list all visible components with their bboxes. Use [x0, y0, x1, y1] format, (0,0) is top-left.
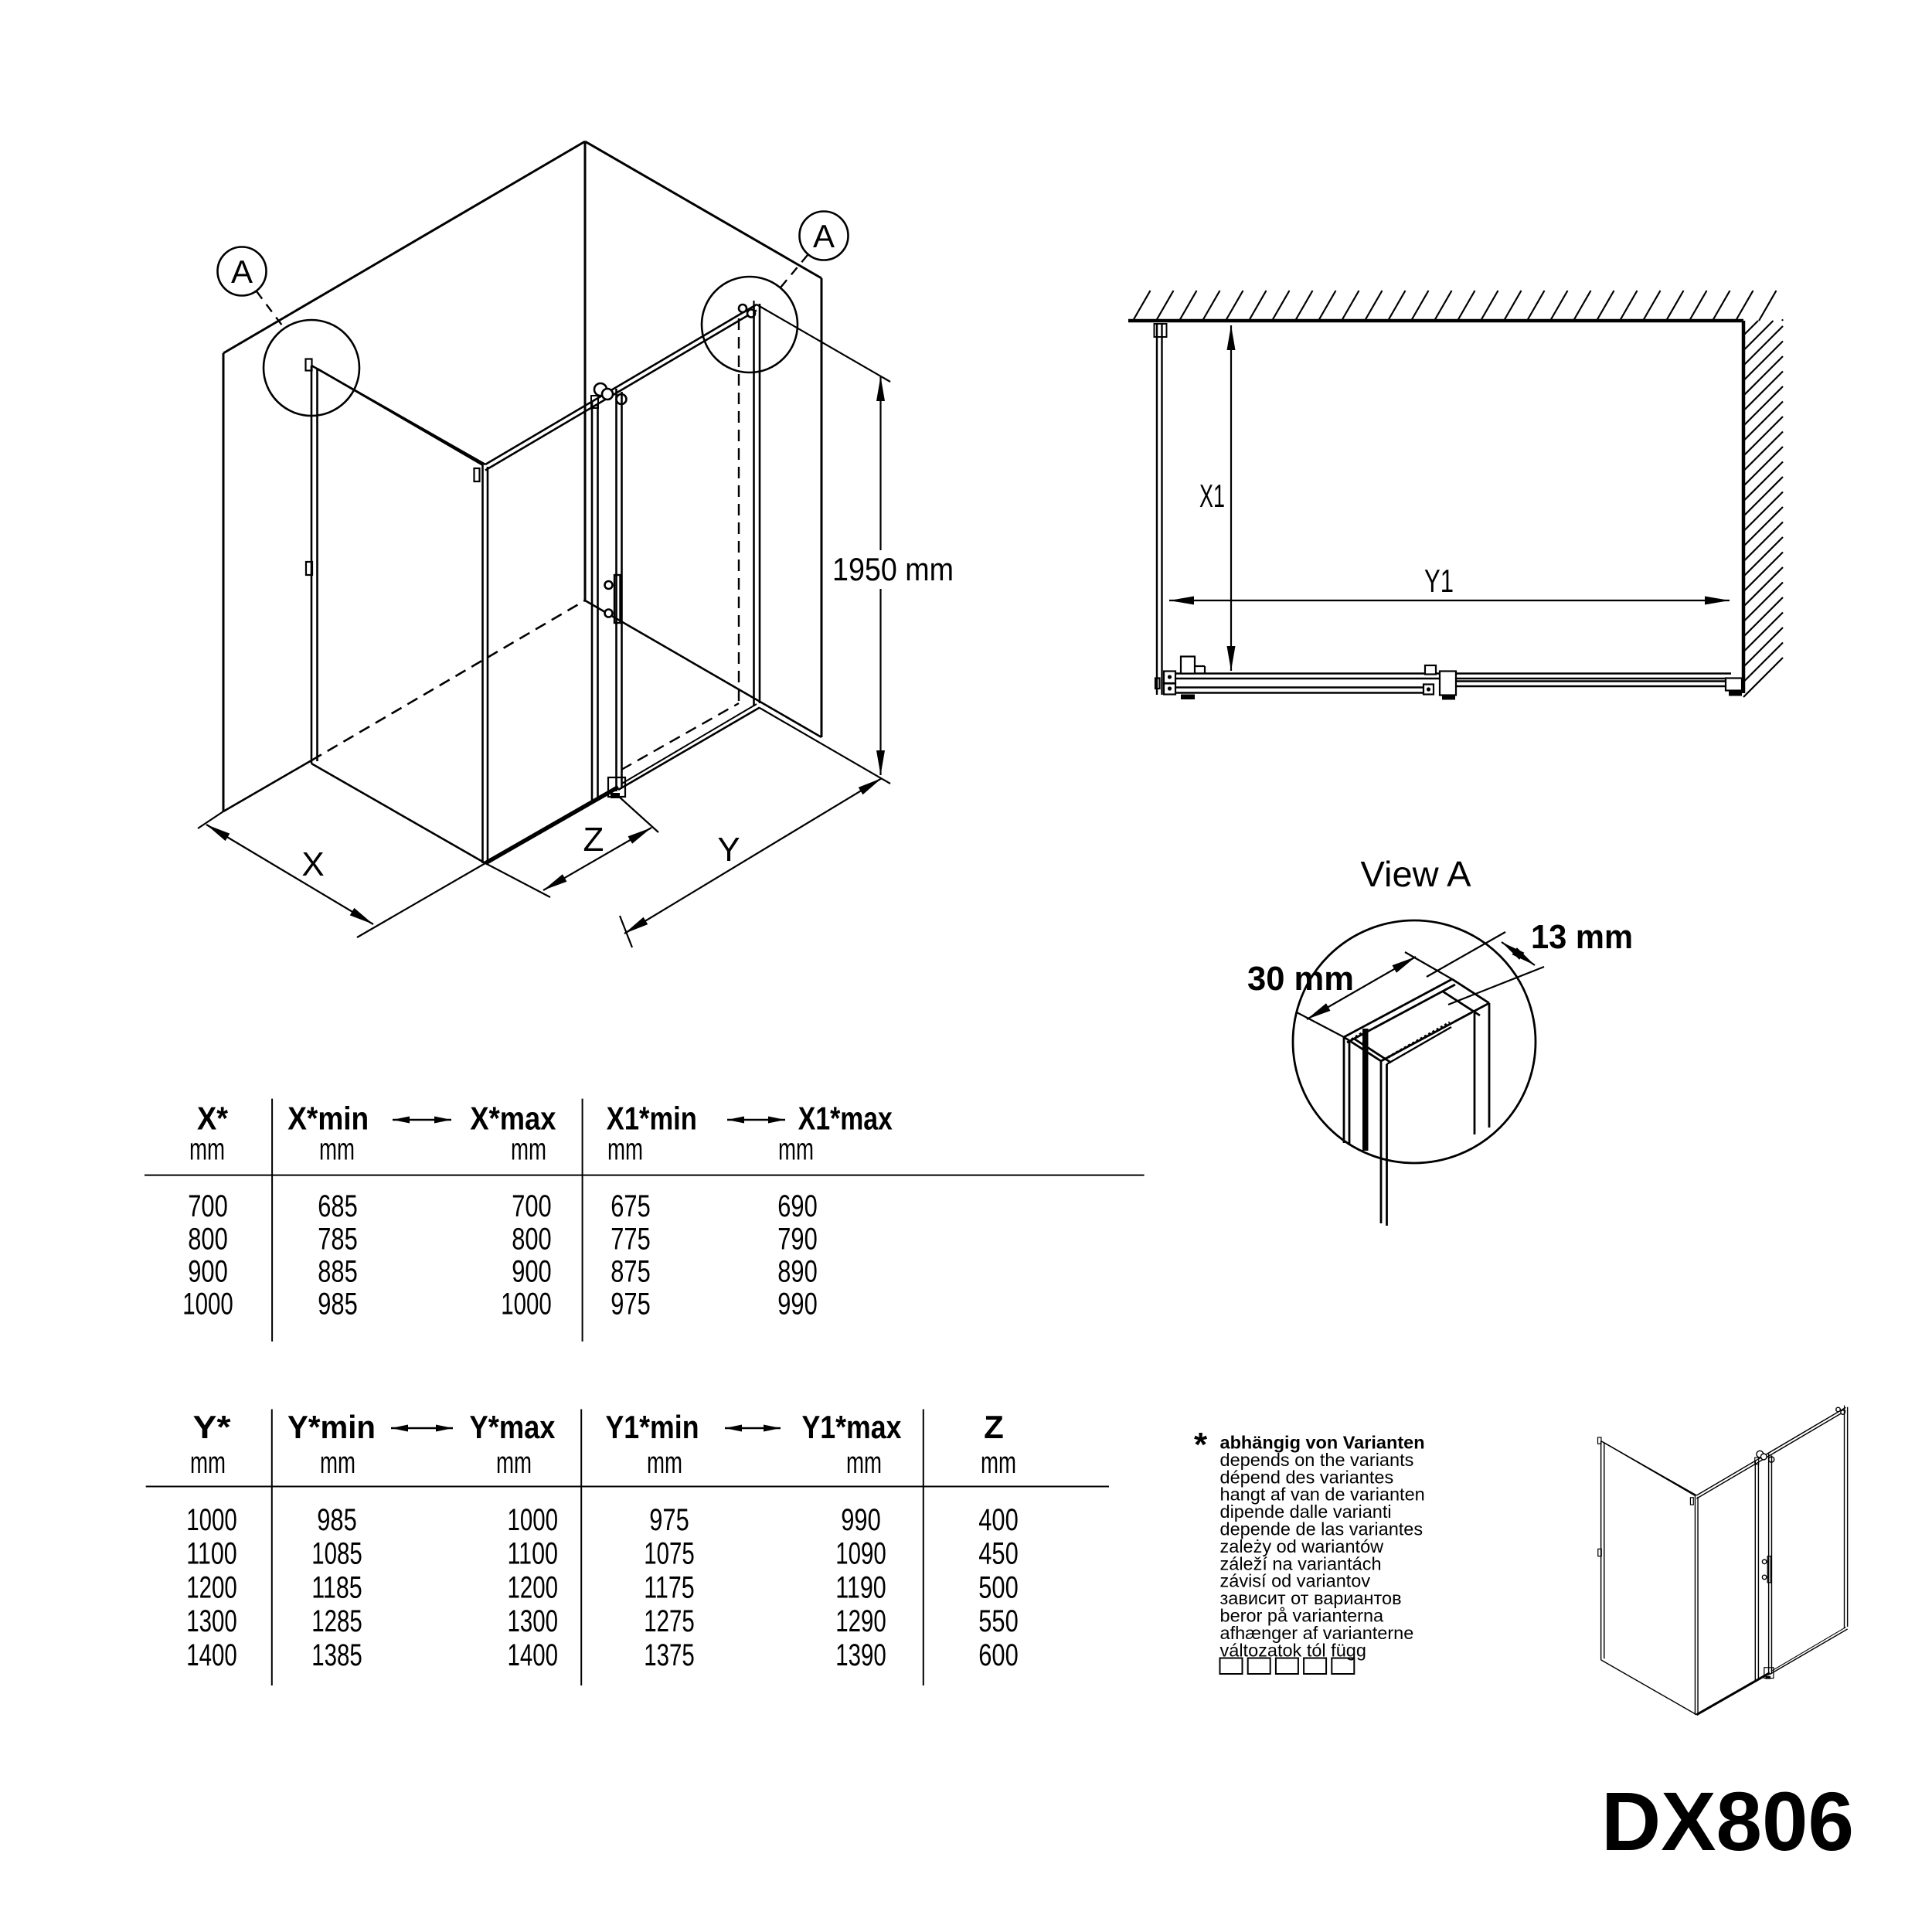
svg-text:X*max: X*max: [470, 1100, 556, 1136]
svg-text:775: 775: [611, 1222, 651, 1256]
svg-text:depende de las variantes: depende de las variantes: [1220, 1519, 1423, 1539]
svg-text:Y1*max: Y1*max: [802, 1409, 903, 1445]
svg-text:mm: mm: [846, 1446, 882, 1480]
svg-text:dépend des variantes: dépend des variantes: [1220, 1467, 1394, 1487]
svg-text:závisí od variantov: závisí od variantov: [1220, 1571, 1371, 1591]
svg-text:30 mm: 30 mm: [1247, 960, 1354, 998]
svg-text:záleží na variantách: záleží na variantách: [1220, 1553, 1382, 1573]
svg-text:675: 675: [611, 1189, 651, 1223]
svg-text:1100: 1100: [508, 1537, 559, 1571]
svg-text:690: 690: [777, 1189, 818, 1223]
svg-text:zależy od wariantów: zależy od wariantów: [1220, 1536, 1385, 1556]
svg-text:1385: 1385: [311, 1638, 362, 1672]
svg-text:abhängig von Varianten: abhängig von Varianten: [1220, 1433, 1425, 1453]
svg-text:1000: 1000: [508, 1503, 559, 1537]
svg-text:mm: mm: [190, 1446, 226, 1480]
svg-text:Y*max: Y*max: [470, 1409, 556, 1445]
svg-text:990: 990: [841, 1503, 881, 1537]
svg-text:1390: 1390: [835, 1638, 886, 1672]
svg-text:*: *: [1194, 1426, 1208, 1464]
svg-text:985: 985: [317, 1503, 357, 1537]
svg-text:1400: 1400: [186, 1638, 237, 1672]
svg-text:1000: 1000: [501, 1287, 552, 1321]
svg-text:View A: View A: [1361, 854, 1471, 894]
svg-text:13 mm: 13 mm: [1531, 918, 1633, 956]
svg-text:afhænger af varianterne: afhænger af varianterne: [1220, 1623, 1414, 1643]
svg-text:X: X: [301, 845, 324, 883]
svg-text:X1*max: X1*max: [798, 1100, 893, 1136]
svg-text:X*: X*: [197, 1100, 229, 1136]
svg-text:X1*min: X1*min: [607, 1100, 697, 1136]
svg-text:1300: 1300: [186, 1604, 237, 1638]
svg-text:1090: 1090: [835, 1537, 886, 1571]
svg-text:mm: mm: [981, 1446, 1016, 1480]
svg-text:1290: 1290: [835, 1604, 886, 1638]
svg-text:A: A: [813, 218, 835, 254]
svg-text:890: 890: [777, 1254, 818, 1288]
svg-text:1275: 1275: [644, 1604, 695, 1638]
svg-text:X1: X1: [1199, 478, 1225, 514]
svg-text:A: A: [231, 253, 253, 290]
svg-text:hangt af van de varianten: hangt af van de varianten: [1220, 1485, 1425, 1505]
svg-text:1300: 1300: [508, 1604, 559, 1638]
svg-text:1000: 1000: [186, 1503, 237, 1537]
svg-text:700: 700: [512, 1189, 552, 1223]
svg-text:875: 875: [611, 1254, 651, 1288]
svg-text:800: 800: [512, 1222, 552, 1256]
svg-text:975: 975: [611, 1287, 651, 1321]
svg-text:1950 mm: 1950 mm: [832, 551, 954, 587]
svg-text:1085: 1085: [311, 1537, 362, 1571]
svg-text:1175: 1175: [644, 1570, 695, 1604]
svg-text:400: 400: [978, 1503, 1019, 1537]
svg-text:1200: 1200: [186, 1570, 237, 1604]
svg-text:685: 685: [318, 1189, 358, 1223]
svg-text:1075: 1075: [644, 1537, 695, 1571]
svg-text:550: 550: [978, 1604, 1019, 1638]
svg-text:depends on the variants: depends on the variants: [1220, 1450, 1414, 1470]
svg-text:1185: 1185: [311, 1570, 362, 1604]
svg-text:mm: mm: [607, 1133, 643, 1167]
svg-text:1400: 1400: [508, 1638, 559, 1672]
svg-text:mm: mm: [778, 1133, 814, 1167]
svg-text:mm: mm: [319, 1133, 355, 1167]
svg-text:Z: Z: [583, 821, 604, 859]
svg-text:975: 975: [649, 1503, 689, 1537]
svg-text:450: 450: [978, 1537, 1019, 1571]
svg-text:985: 985: [318, 1287, 358, 1321]
svg-text:mm: mm: [496, 1446, 532, 1480]
svg-text:1100: 1100: [186, 1537, 237, 1571]
svg-text:885: 885: [318, 1254, 358, 1288]
svg-text:Y*: Y*: [193, 1409, 232, 1445]
svg-text:1375: 1375: [644, 1638, 695, 1672]
svg-text:790: 790: [777, 1222, 818, 1256]
svg-text:1000: 1000: [182, 1287, 233, 1321]
svg-text:900: 900: [188, 1254, 228, 1288]
svg-text:600: 600: [978, 1638, 1019, 1672]
svg-text:mm: mm: [511, 1133, 546, 1167]
svg-text:Z: Z: [984, 1409, 1004, 1445]
svg-text:X*min: X*min: [287, 1100, 369, 1136]
svg-text:Y1: Y1: [1424, 563, 1454, 599]
svg-text:700: 700: [188, 1189, 228, 1223]
svg-text:dipende dalle varianti: dipende dalle varianti: [1220, 1502, 1392, 1522]
svg-text:1285: 1285: [311, 1604, 362, 1638]
svg-text:Y1*min: Y1*min: [606, 1409, 699, 1445]
svg-text:990: 990: [777, 1287, 818, 1321]
svg-text:mm: mm: [647, 1446, 682, 1480]
svg-text:mm: mm: [189, 1133, 225, 1167]
svg-text:beror på varianterna: beror på varianterna: [1220, 1606, 1385, 1626]
svg-text:900: 900: [512, 1254, 552, 1288]
svg-text:зависит от вариантов: зависит от вариантов: [1220, 1588, 1402, 1608]
svg-text:500: 500: [978, 1570, 1019, 1604]
svg-text:Y: Y: [717, 831, 740, 869]
svg-text:785: 785: [318, 1222, 358, 1256]
svg-text:Y*min: Y*min: [287, 1409, 376, 1445]
svg-text:1190: 1190: [835, 1570, 886, 1604]
svg-text:1200: 1200: [508, 1570, 559, 1604]
svg-text:változatok tól függ: változatok tól függ: [1220, 1640, 1366, 1660]
svg-text:800: 800: [188, 1222, 228, 1256]
svg-text:mm: mm: [320, 1446, 355, 1480]
svg-text:DX806: DX806: [1601, 1774, 1854, 1868]
